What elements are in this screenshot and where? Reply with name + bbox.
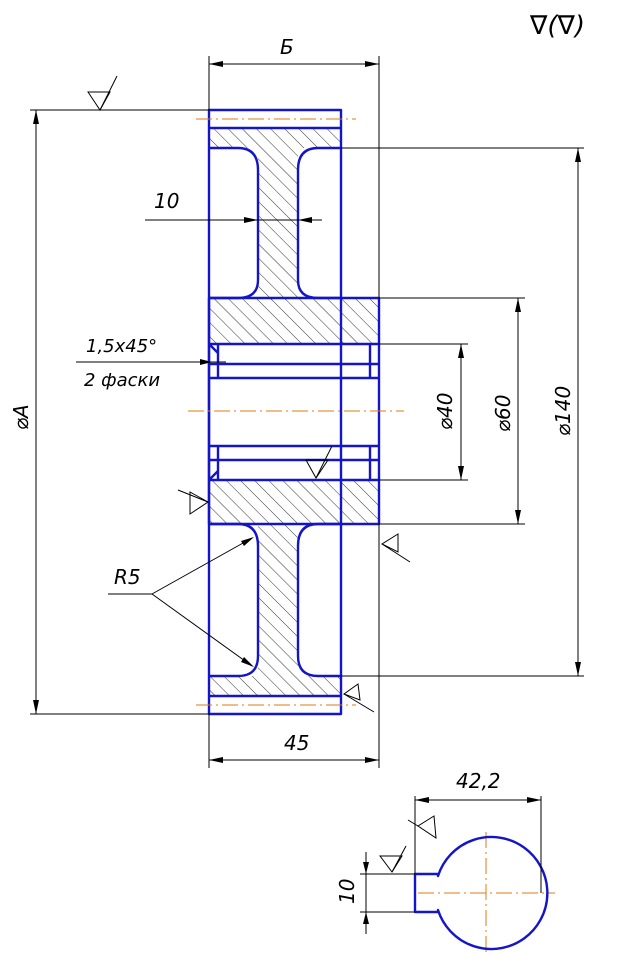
dim-fillet-radius: R5 <box>114 565 141 589</box>
center-lines <box>188 118 555 955</box>
dim-hub-diameter: ⌀60 <box>491 395 515 433</box>
dimension-lines <box>30 56 584 768</box>
section-hatching <box>210 128 378 696</box>
dim-keyway-depth: 42,2 <box>456 769 501 793</box>
dim-chamfer: 1,5x45° <box>86 336 157 357</box>
part-contour <box>207 108 381 716</box>
dim-chamfer-note: 2 фаски <box>84 370 160 391</box>
roughness-symbol: ∇(∇) <box>529 11 585 41</box>
dim-width-bottom: 45 <box>284 731 309 755</box>
dim-width-top: Б <box>280 35 294 59</box>
dim-outer-diameter: ⌀A <box>9 404 33 430</box>
dim-keyway-width: 10 <box>335 879 359 904</box>
keyway-section <box>360 796 549 951</box>
dim-rim-inner-diameter: ⌀140 <box>551 386 575 436</box>
dim-rib-thickness: 10 <box>154 189 179 213</box>
roughness-marks <box>87 75 437 873</box>
dim-bore-diameter: ⌀40 <box>433 393 457 431</box>
